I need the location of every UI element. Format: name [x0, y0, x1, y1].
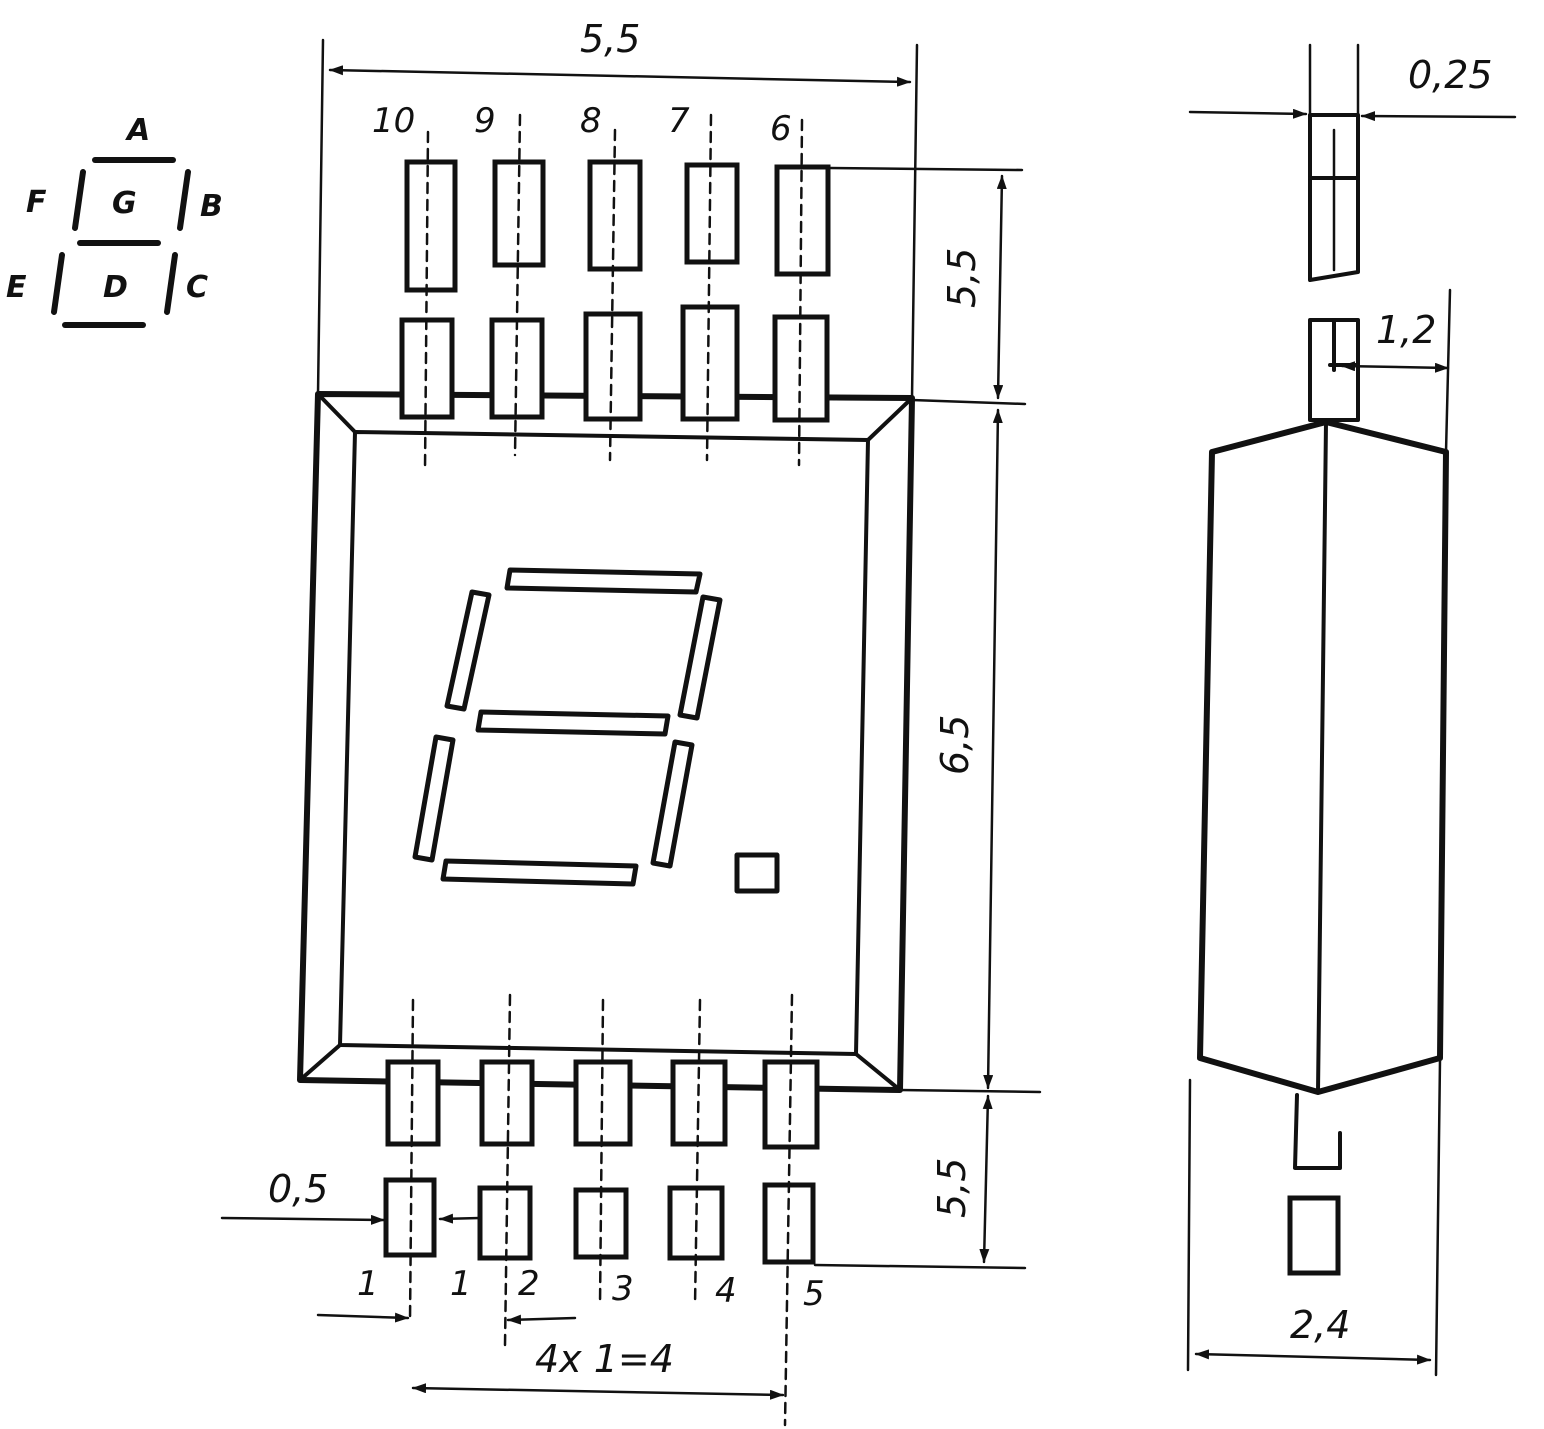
dim-side-lead-offset: 1,2 [1376, 308, 1436, 352]
seven-segment-digit [412, 567, 780, 894]
legend-letter-a: A [125, 113, 150, 148]
bottom-leads [383, 993, 820, 1427]
segment-g [475, 709, 671, 737]
segment-f [444, 589, 492, 712]
pin-label-1: 1 [357, 1264, 379, 1304]
dim-top-lead-length: 5,5 [940, 248, 984, 308]
legend-letter-b: B [200, 189, 223, 224]
legend-letter-e: E [6, 270, 27, 305]
legend-letter-f: F [26, 185, 47, 220]
dimension-labels: 5,5 5,5 6,5 5,5 0,5 4x 1=4 0,25 1,2 2,4 [268, 17, 1493, 1381]
side-view [1186, 43, 1517, 1377]
pin-label-4: 4 [715, 1271, 737, 1311]
pin-label-7: 7 [668, 101, 690, 141]
legend-letter-d: D [103, 270, 128, 305]
segment-legend: A B C D E F G [6, 113, 223, 328]
pitch-marker: 1 [450, 1264, 472, 1304]
dim-body-width: 5,5 [580, 17, 640, 61]
top-leads [399, 113, 831, 472]
segment-d [440, 858, 639, 887]
front-dimensions [220, 38, 1042, 1400]
decimal-point [734, 852, 780, 894]
segment-e [412, 734, 456, 863]
pin-label-3: 3 [612, 1269, 634, 1309]
dim-lead-width: 0,5 [268, 1167, 328, 1211]
dim-body-height: 6,5 [933, 715, 977, 775]
pin-label-6: 6 [770, 109, 792, 149]
dim-lead-thickness: 0,25 [1408, 53, 1493, 97]
pin-labels: 10 9 8 7 6 1 1 2 3 4 5 [357, 101, 825, 1314]
dim-lead-pitch-total: 4x 1=4 [535, 1337, 674, 1381]
segment-c [650, 739, 695, 869]
segment-a [504, 567, 703, 595]
dim-side-depth: 2,4 [1290, 1303, 1350, 1347]
pin-label-2: 2 [518, 1264, 540, 1304]
pin-label-10: 10 [372, 101, 415, 141]
package-body [297, 391, 915, 1093]
pin-label-9: 9 [474, 101, 496, 141]
segment-b [677, 594, 723, 721]
legend-letter-c: C [186, 270, 208, 305]
legend-letter-g: G [112, 186, 137, 221]
pin-label-8: 8 [580, 101, 602, 141]
dim-bottom-lead-length: 5,5 [930, 1158, 974, 1218]
pin-label-5: 5 [803, 1274, 825, 1314]
